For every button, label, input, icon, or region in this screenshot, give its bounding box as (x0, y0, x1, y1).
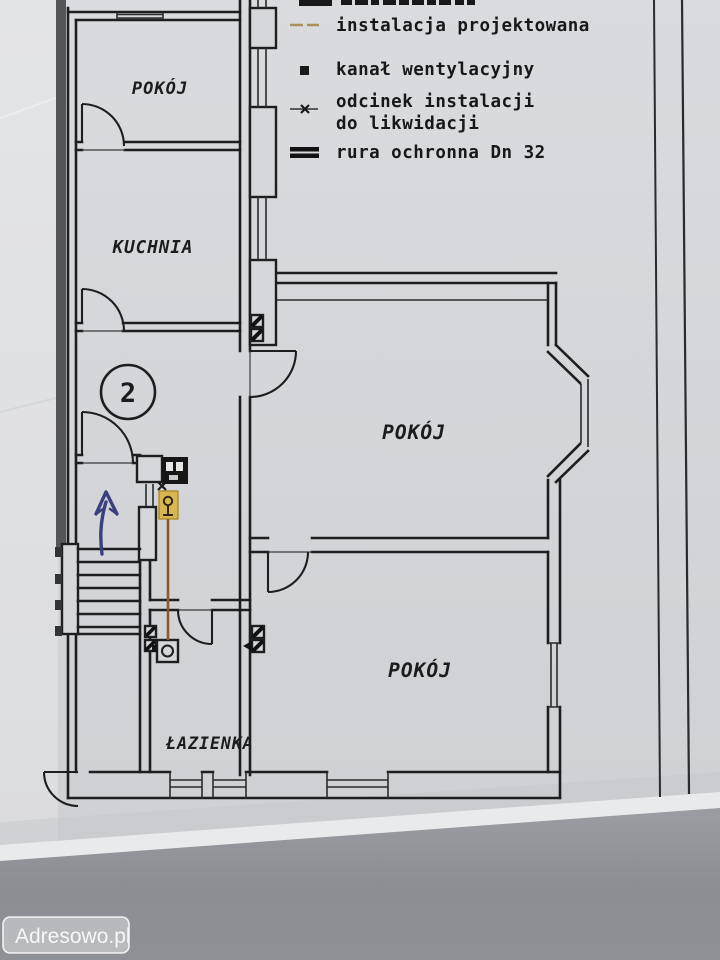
paper-crease (0, 97, 57, 119)
room-label-pokoj-bottom: POKÓJ (388, 658, 452, 682)
wall-hatch-marks (55, 547, 62, 636)
table-shadow-area (0, 808, 720, 960)
liquidation-x-mark (157, 481, 167, 491)
chimney-stack (248, 0, 278, 347)
legend-item-liquidation: odcinek instalacji do likwidacji (290, 92, 535, 134)
paper-crease (0, 397, 57, 413)
black-square-symbol (300, 66, 309, 75)
floor-plan: 2 POKÓJ KUCHNIA POKÓJ POKÓJ ŁAZIENKA (42, 0, 590, 808)
staircase (55, 542, 142, 636)
windows (116, 12, 589, 798)
legend-label-line2: do likwidacji (336, 114, 479, 134)
door-kitchen (80, 287, 126, 332)
door-room-top (80, 102, 126, 147)
paper-edge-shadow (56, 0, 66, 556)
door-room-middle (249, 349, 298, 399)
legend-item-vent: kanał wentylacyjny (300, 60, 535, 80)
vent-room-bottom (243, 624, 266, 654)
vent-channels (143, 313, 266, 664)
legend: instalacja projektowana kanał wentylacyj… (290, 0, 590, 163)
blue-arrow-annotation (94, 490, 119, 556)
projected-meter-highlight (158, 490, 179, 520)
gas-meter-icon (162, 457, 188, 484)
door-room-bottom (266, 551, 310, 594)
door-bathroom (176, 609, 214, 646)
fold-highlight (0, 792, 720, 863)
stair-stringer (60, 542, 80, 636)
watermark: Adresowo.pl (2, 916, 131, 954)
legend-item-pipe: rura ochronna Dn 32 (290, 143, 546, 163)
double-bar-symbol (290, 147, 319, 152)
legend-label: kanał wentylacyjny (336, 60, 535, 80)
legend-label: instalacja projektowana (336, 16, 590, 36)
sheet-border-lines (653, 0, 691, 798)
staircase-number: 2 (120, 378, 136, 409)
vent-kitchen (249, 313, 265, 343)
left-paper-edge (0, 0, 58, 860)
room-label-pokoj-top: POKÓJ (132, 77, 188, 99)
gas-installation (135, 454, 188, 640)
vent-arrow-icon (243, 641, 252, 651)
legend-label-line1: odcinek instalacji (336, 92, 535, 112)
pipe-sleeve-box (152, 638, 180, 664)
paper-sheet (0, 0, 720, 870)
door-hall (80, 410, 135, 464)
watermark-label: Adresowo.pl (15, 925, 131, 948)
room-label-lazienka: ŁAZIENKA (165, 734, 253, 753)
room-labels: POKÓJ KUCHNIA POKÓJ POKÓJ ŁAZIENKA (112, 77, 452, 753)
vent-bathroom-left (143, 624, 158, 653)
door-entry (42, 770, 79, 808)
doors (42, 102, 310, 808)
legend-clipped-row (299, 0, 475, 6)
fold-shadow (0, 772, 720, 847)
staircase-number-badge: 2 (99, 363, 157, 421)
riser-pipes (145, 484, 154, 507)
room-label-pokoj-middle: POKÓJ (382, 420, 446, 444)
legend-item-projected: instalacja projektowana (290, 16, 590, 36)
wall-pier (137, 505, 158, 562)
door-thresholds (82, 149, 312, 611)
legend-label: rura ochronna Dn 32 (336, 143, 546, 163)
room-label-kuchnia: KUCHNIA (112, 238, 194, 258)
meter-cabinet (135, 454, 164, 484)
